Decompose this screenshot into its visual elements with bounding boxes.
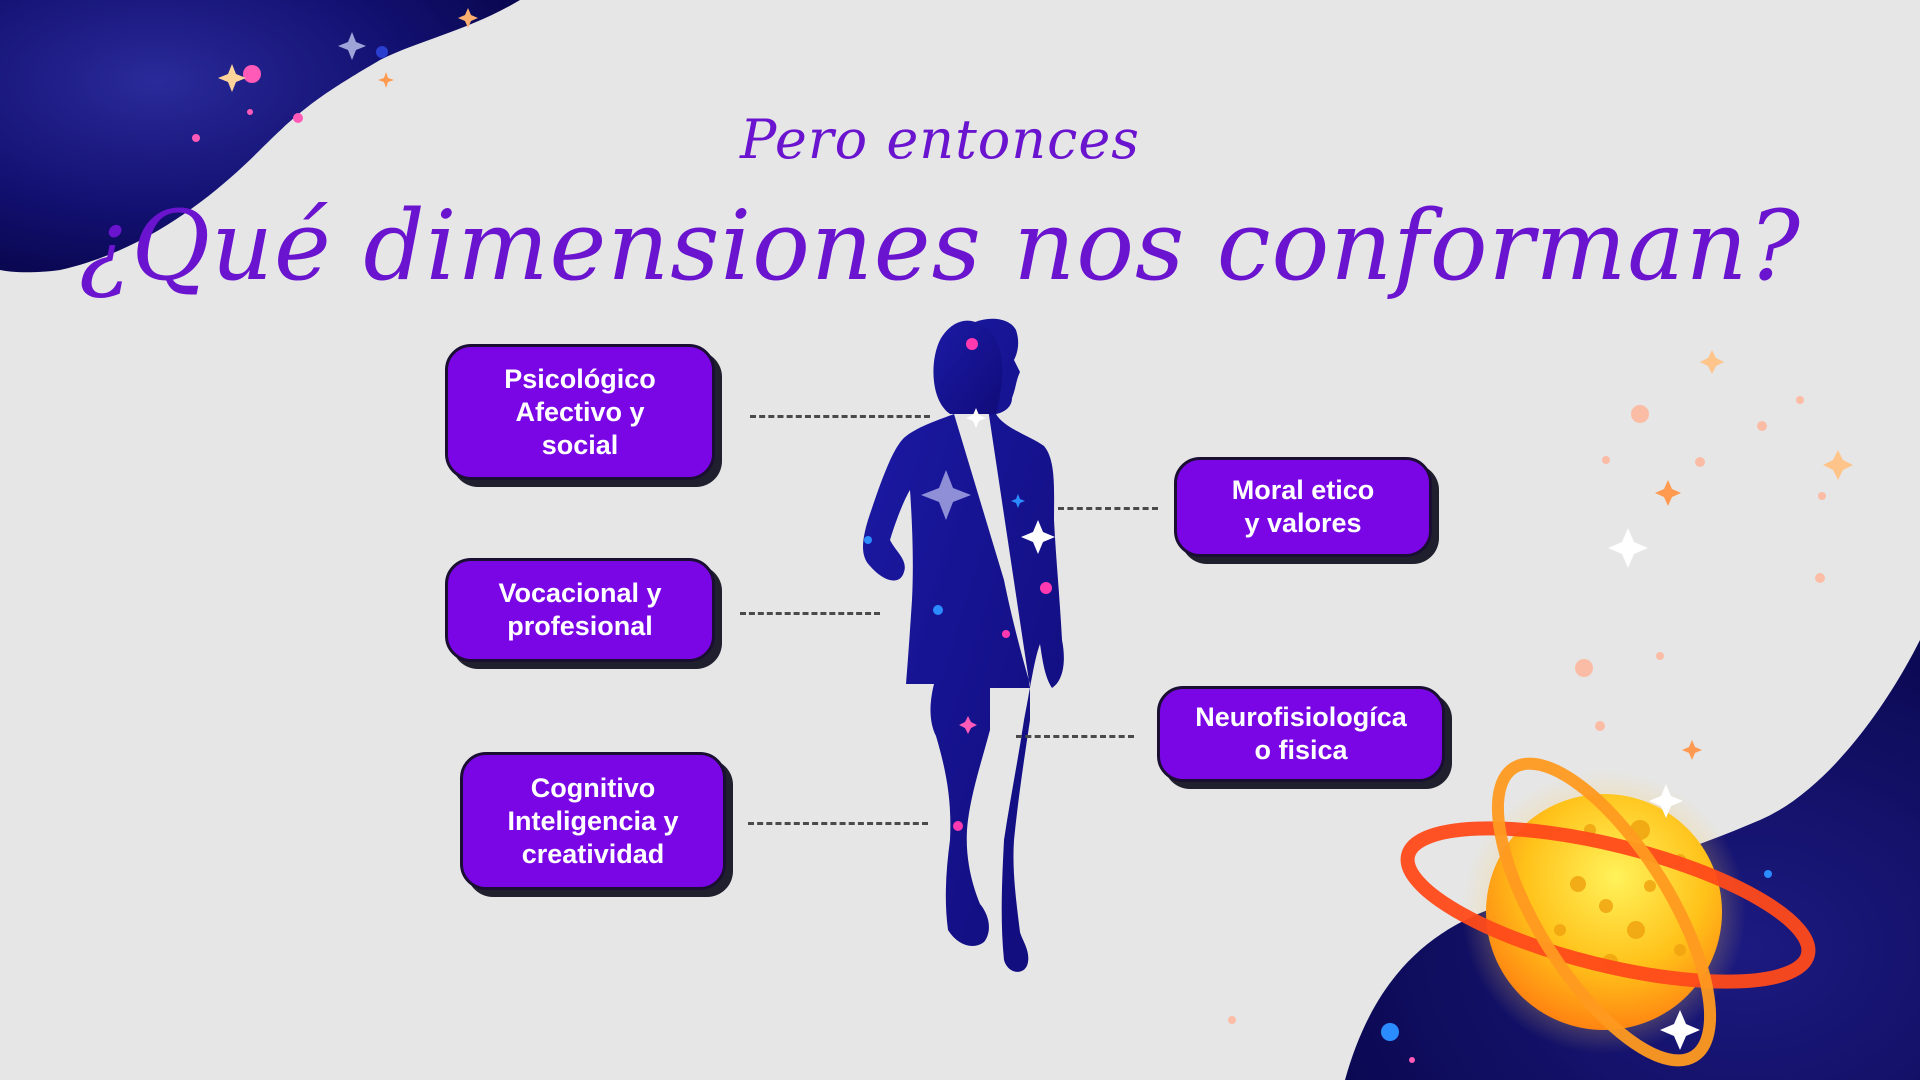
sparkle-star-icon [1700,350,1724,374]
dimension-moral: Moral etico y valores [1174,457,1432,557]
page-title: ¿Qué dimensiones nos conforman? [79,190,1801,302]
dimension-label: Neurofisiologíca o fisica [1195,702,1407,765]
sparkle-star-icon [1608,528,1648,568]
dimension-vocacional: Vocacional y profesional [445,558,715,662]
dimension-cognitivo: Cognitivo Inteligencia y creatividad [460,752,726,890]
connector-moral [1058,507,1158,510]
dimension-neuro: Neurofisiologíca o fisica [1157,686,1445,782]
sparkle-star-icon [1682,740,1702,760]
dimension-psicologico: Psicológico Afectivo y social [445,344,715,480]
dimension-label: Vocacional y profesional [498,578,662,641]
space-blob-top-left [0,0,520,273]
stars-bottom-right [1381,870,1772,1063]
dimension-label: Moral etico y valores [1231,475,1375,538]
sparkle-star-icon [218,64,246,92]
connector-psicologico [750,415,930,418]
sparkle-star-icon [378,72,394,88]
connector-cognitivo [748,822,928,825]
dimension-label: Cognitivo Inteligencia y creatividad [507,772,679,869]
connector-neuro [1016,735,1134,738]
planet-icon [1400,757,1816,1067]
confetti-dots [1228,396,1826,1024]
subtitle-heading: Pero entonces [740,108,1140,171]
dimension-label: Psicológico Afectivo y social [504,363,656,460]
stars-top-left [192,46,388,142]
sparkle-star-icon [338,32,366,60]
human-silhouette-icon [863,318,1064,972]
sparkle-star-icon [458,8,478,28]
connector-vocacional [740,612,880,615]
sparkle-star-icon [1823,450,1853,480]
sparkle-star-icon [1655,480,1681,506]
